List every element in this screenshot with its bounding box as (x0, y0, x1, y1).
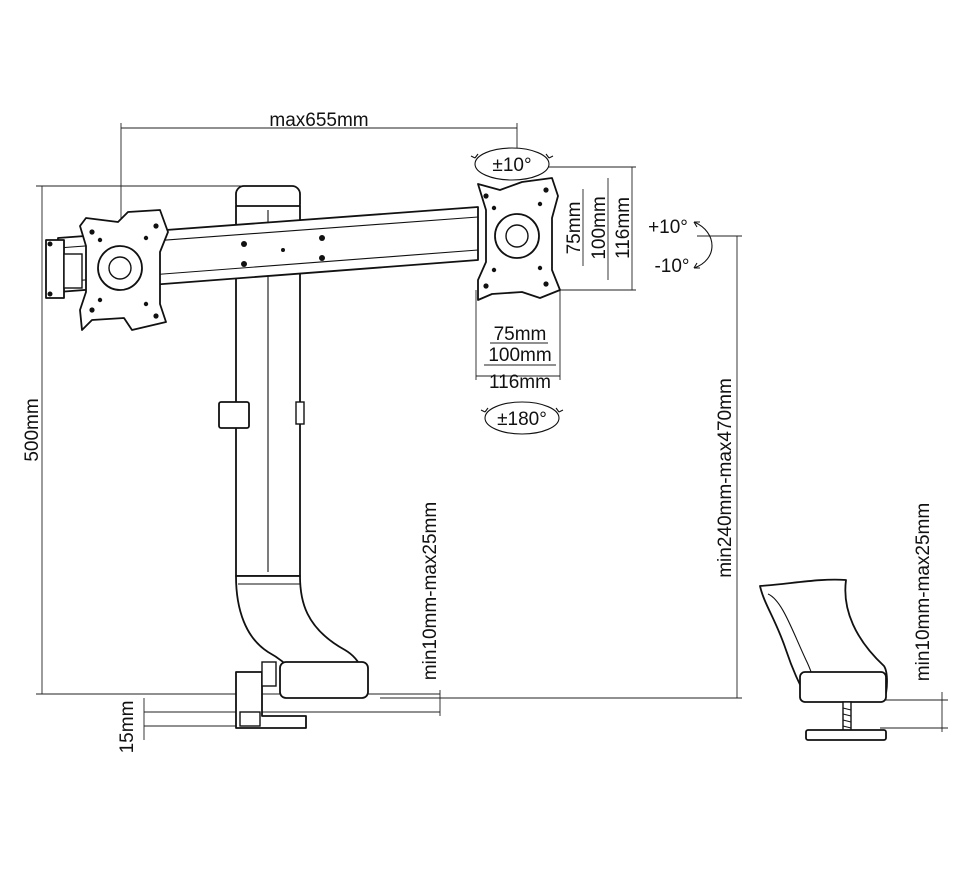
label-tilt-down: -10° (654, 256, 689, 277)
label-vesa-h-116: 116mm (489, 372, 551, 393)
label-arm-span: max655mm (269, 110, 368, 131)
tilt-arrow-icon (693, 221, 713, 269)
label-height-range: min240mm-max470mm (715, 378, 736, 578)
vesa-plate-right (477, 177, 561, 301)
label-column-height: 500mm (22, 398, 43, 461)
label-vesa-h-75: 75mm (494, 324, 547, 345)
rotate-arrow-icon (480, 401, 564, 435)
labels: max655mm 500mm 15mm min10mm-max25mm min2… (22, 110, 934, 753)
label-vesa-v-116: 116mm (613, 197, 634, 259)
label-vesa-v-75: 75mm (564, 202, 585, 255)
label-desk-thickness-right: min10mm-max25mm (913, 503, 934, 681)
crossbar (45, 206, 479, 299)
label-vesa-v-100: 100mm (589, 196, 610, 259)
label-clamp-offset: 15mm (117, 701, 138, 754)
label-swivel: ±10° (492, 155, 531, 176)
label-rotate: ±180° (497, 409, 547, 430)
swivel-arrow-icon (470, 147, 554, 181)
vesa-plate-left (79, 209, 169, 331)
label-vesa-h-100: 100mm (488, 345, 551, 366)
label-desk-thickness-left: min10mm-max25mm (420, 502, 441, 680)
label-tilt-up: +10° (648, 217, 688, 238)
stand-side-detail (759, 578, 888, 741)
